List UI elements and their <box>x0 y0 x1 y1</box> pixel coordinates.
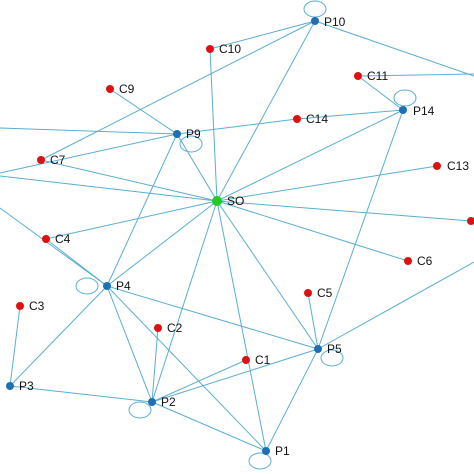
self-loop-p2 <box>128 401 152 419</box>
self-loop-p5 <box>320 349 344 367</box>
node-p9 <box>173 130 181 138</box>
node-label-c13: C13 <box>447 159 469 173</box>
node-c3 <box>16 302 24 310</box>
edge-P1-P5 <box>265 348 319 452</box>
node-label-so: SO <box>227 194 244 208</box>
node-label-p5: P5 <box>327 342 342 356</box>
edge-SO-P10 <box>216 20 316 202</box>
edge-P4-P9 <box>106 133 178 287</box>
edge-P4-offL2 <box>0 207 108 287</box>
edge-C7-P10 <box>40 20 316 161</box>
edge-P14-C11 <box>357 75 404 111</box>
edge-P2-C2 <box>151 327 159 403</box>
edge-C11-offR3 <box>357 73 474 77</box>
edge-P5-offR1 <box>317 261 474 350</box>
edge-P14-C14 <box>296 109 404 120</box>
node-label-c9: C9 <box>119 82 135 96</box>
node-label-c1: C1 <box>255 353 271 367</box>
self-loop-p4 <box>75 277 99 295</box>
node-c11 <box>354 72 362 80</box>
node-c-edge <box>467 217 474 225</box>
edge-SO-P2 <box>151 200 218 403</box>
edge-P4-P5 <box>106 285 319 350</box>
edge-SO-offL1 <box>0 175 218 202</box>
edge-P1-P2 <box>151 401 267 452</box>
edge-P2-P4 <box>106 285 153 403</box>
edge-SO-C4 <box>45 200 218 240</box>
edge-SO-P14 <box>216 109 404 202</box>
node-so <box>212 196 222 206</box>
node-p10 <box>311 17 319 25</box>
edge-layer <box>0 20 474 452</box>
edge-SO-C_edge <box>216 200 472 222</box>
edge-SO-C6 <box>216 200 409 262</box>
node-label-c5: C5 <box>317 286 333 300</box>
edge-P2-P3 <box>9 385 153 403</box>
node-layer <box>6 17 474 455</box>
node-c2 <box>154 324 162 332</box>
edge-P10-offR2 <box>314 20 474 77</box>
node-p3 <box>6 382 14 390</box>
edge-P9-offL4 <box>0 133 178 174</box>
node-p2 <box>148 398 156 406</box>
edge-P9-offL3 <box>0 127 178 135</box>
node-label-p14: P14 <box>413 104 435 118</box>
node-label-p2: P2 <box>161 395 176 409</box>
edge-SO-C10 <box>209 48 218 202</box>
node-label-p1: P1 <box>275 444 290 458</box>
node-p5 <box>314 345 322 353</box>
edge-SO-P5 <box>216 200 319 350</box>
edge-P2-C1 <box>151 359 247 403</box>
edge-P10-C10 <box>209 20 316 50</box>
edge-P3-C3 <box>9 305 21 387</box>
edge-SO-C13 <box>216 165 438 202</box>
node-c9 <box>106 85 114 93</box>
node-c7 <box>37 156 45 164</box>
node-c10 <box>206 45 214 53</box>
node-c1 <box>242 356 250 364</box>
node-label-c6: C6 <box>417 254 433 268</box>
edge-P1-P4 <box>106 285 267 452</box>
edge-SO-P4 <box>106 200 218 287</box>
node-label-p4: P4 <box>116 279 131 293</box>
node-c14 <box>293 115 301 123</box>
node-p1 <box>262 447 270 455</box>
node-label-p10: P10 <box>324 15 346 29</box>
edge-P9-C14 <box>176 118 298 135</box>
node-c5 <box>304 289 312 297</box>
node-label-p3: P3 <box>19 379 34 393</box>
node-label-c14: C14 <box>306 112 328 126</box>
edge-P5-P14 <box>317 109 404 350</box>
self-loop-p1 <box>248 452 272 470</box>
edge-SO-P9 <box>176 133 218 202</box>
node-label-c3: C3 <box>29 299 45 313</box>
edge-P2-P5 <box>151 348 319 403</box>
node-label-c11: C11 <box>367 69 388 83</box>
node-c4 <box>42 235 50 243</box>
node-label-c10: C10 <box>219 42 241 56</box>
node-p14 <box>399 106 407 114</box>
node-p4 <box>103 282 111 290</box>
node-label-c4: C4 <box>55 232 71 246</box>
self-loop-p14 <box>393 89 417 107</box>
edge-SO-C7 <box>40 159 218 202</box>
edge-P5-C5 <box>307 292 319 350</box>
node-label-p9: P9 <box>186 127 201 141</box>
node-c6 <box>404 257 412 265</box>
edge-P9-C9 <box>109 88 178 135</box>
node-c13 <box>433 162 441 170</box>
self-loop-p10 <box>303 0 327 18</box>
edge-P3-P4 <box>9 285 108 387</box>
self-loop-p9 <box>179 135 203 153</box>
node-label-c7: C7 <box>50 153 66 167</box>
node-label-c2: C2 <box>167 321 183 335</box>
